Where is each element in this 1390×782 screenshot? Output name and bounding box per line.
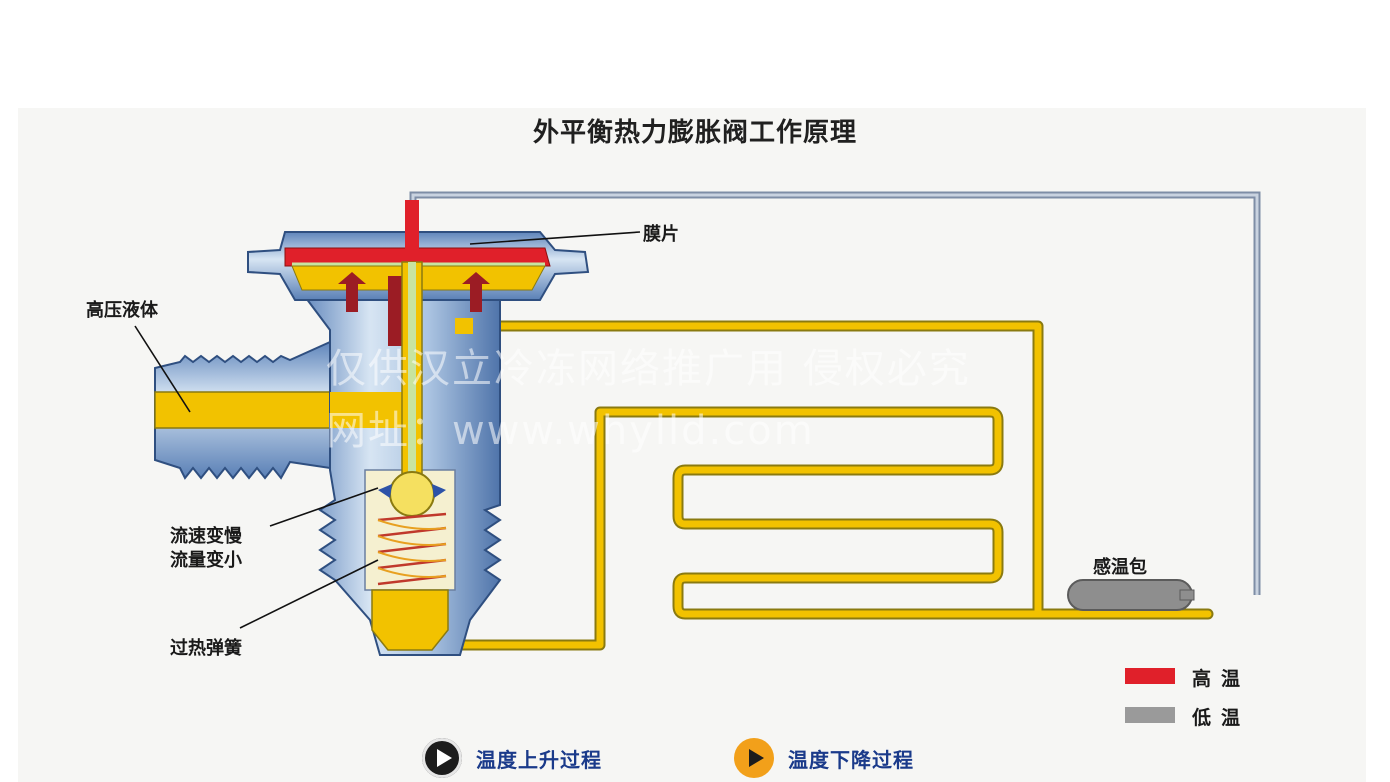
label-flow-smaller: 流量变小 bbox=[170, 550, 242, 571]
label-diaphragm: 膜片 bbox=[643, 224, 679, 245]
temperature-rise-label: 温度上升过程 bbox=[476, 747, 602, 772]
diagram-panel bbox=[18, 108, 1366, 782]
push-rod bbox=[401, 200, 423, 499]
label-flow-slower: 流速变慢 bbox=[170, 526, 242, 547]
label-sensing-bulb: 感温包 bbox=[1093, 557, 1147, 578]
watermark-line-1: 仅供汉立冷冻网络推广用 侵权必究 bbox=[326, 346, 971, 392]
temperature-fall-label: 温度下降过程 bbox=[788, 747, 914, 772]
legend-swatch-low bbox=[1125, 707, 1175, 723]
diagram-title: 外平衡热力膨胀阀工作原理 bbox=[532, 118, 857, 148]
play-icon bbox=[734, 738, 774, 778]
temperature-fall-button[interactable]: 温度下降过程 bbox=[734, 738, 914, 778]
valve-diagram bbox=[134, 191, 1261, 656]
temperature-rise-button[interactable]: 温度上升过程 bbox=[422, 738, 602, 778]
sensing-bulb bbox=[1067, 579, 1193, 611]
play-icon bbox=[422, 738, 462, 778]
inlet-fitting bbox=[154, 340, 346, 480]
label-high-pressure-liquid: 高压液体 bbox=[86, 300, 158, 321]
legend-label-high: 高温 bbox=[1192, 668, 1251, 690]
label-superheat-spring: 过热弹簧 bbox=[170, 638, 242, 659]
legend-label-low: 低温 bbox=[1192, 707, 1251, 729]
legend-swatch-high bbox=[1125, 668, 1175, 684]
watermark-line-2: 网址：www.whylld.com bbox=[326, 408, 815, 454]
valve-ball bbox=[389, 471, 435, 517]
